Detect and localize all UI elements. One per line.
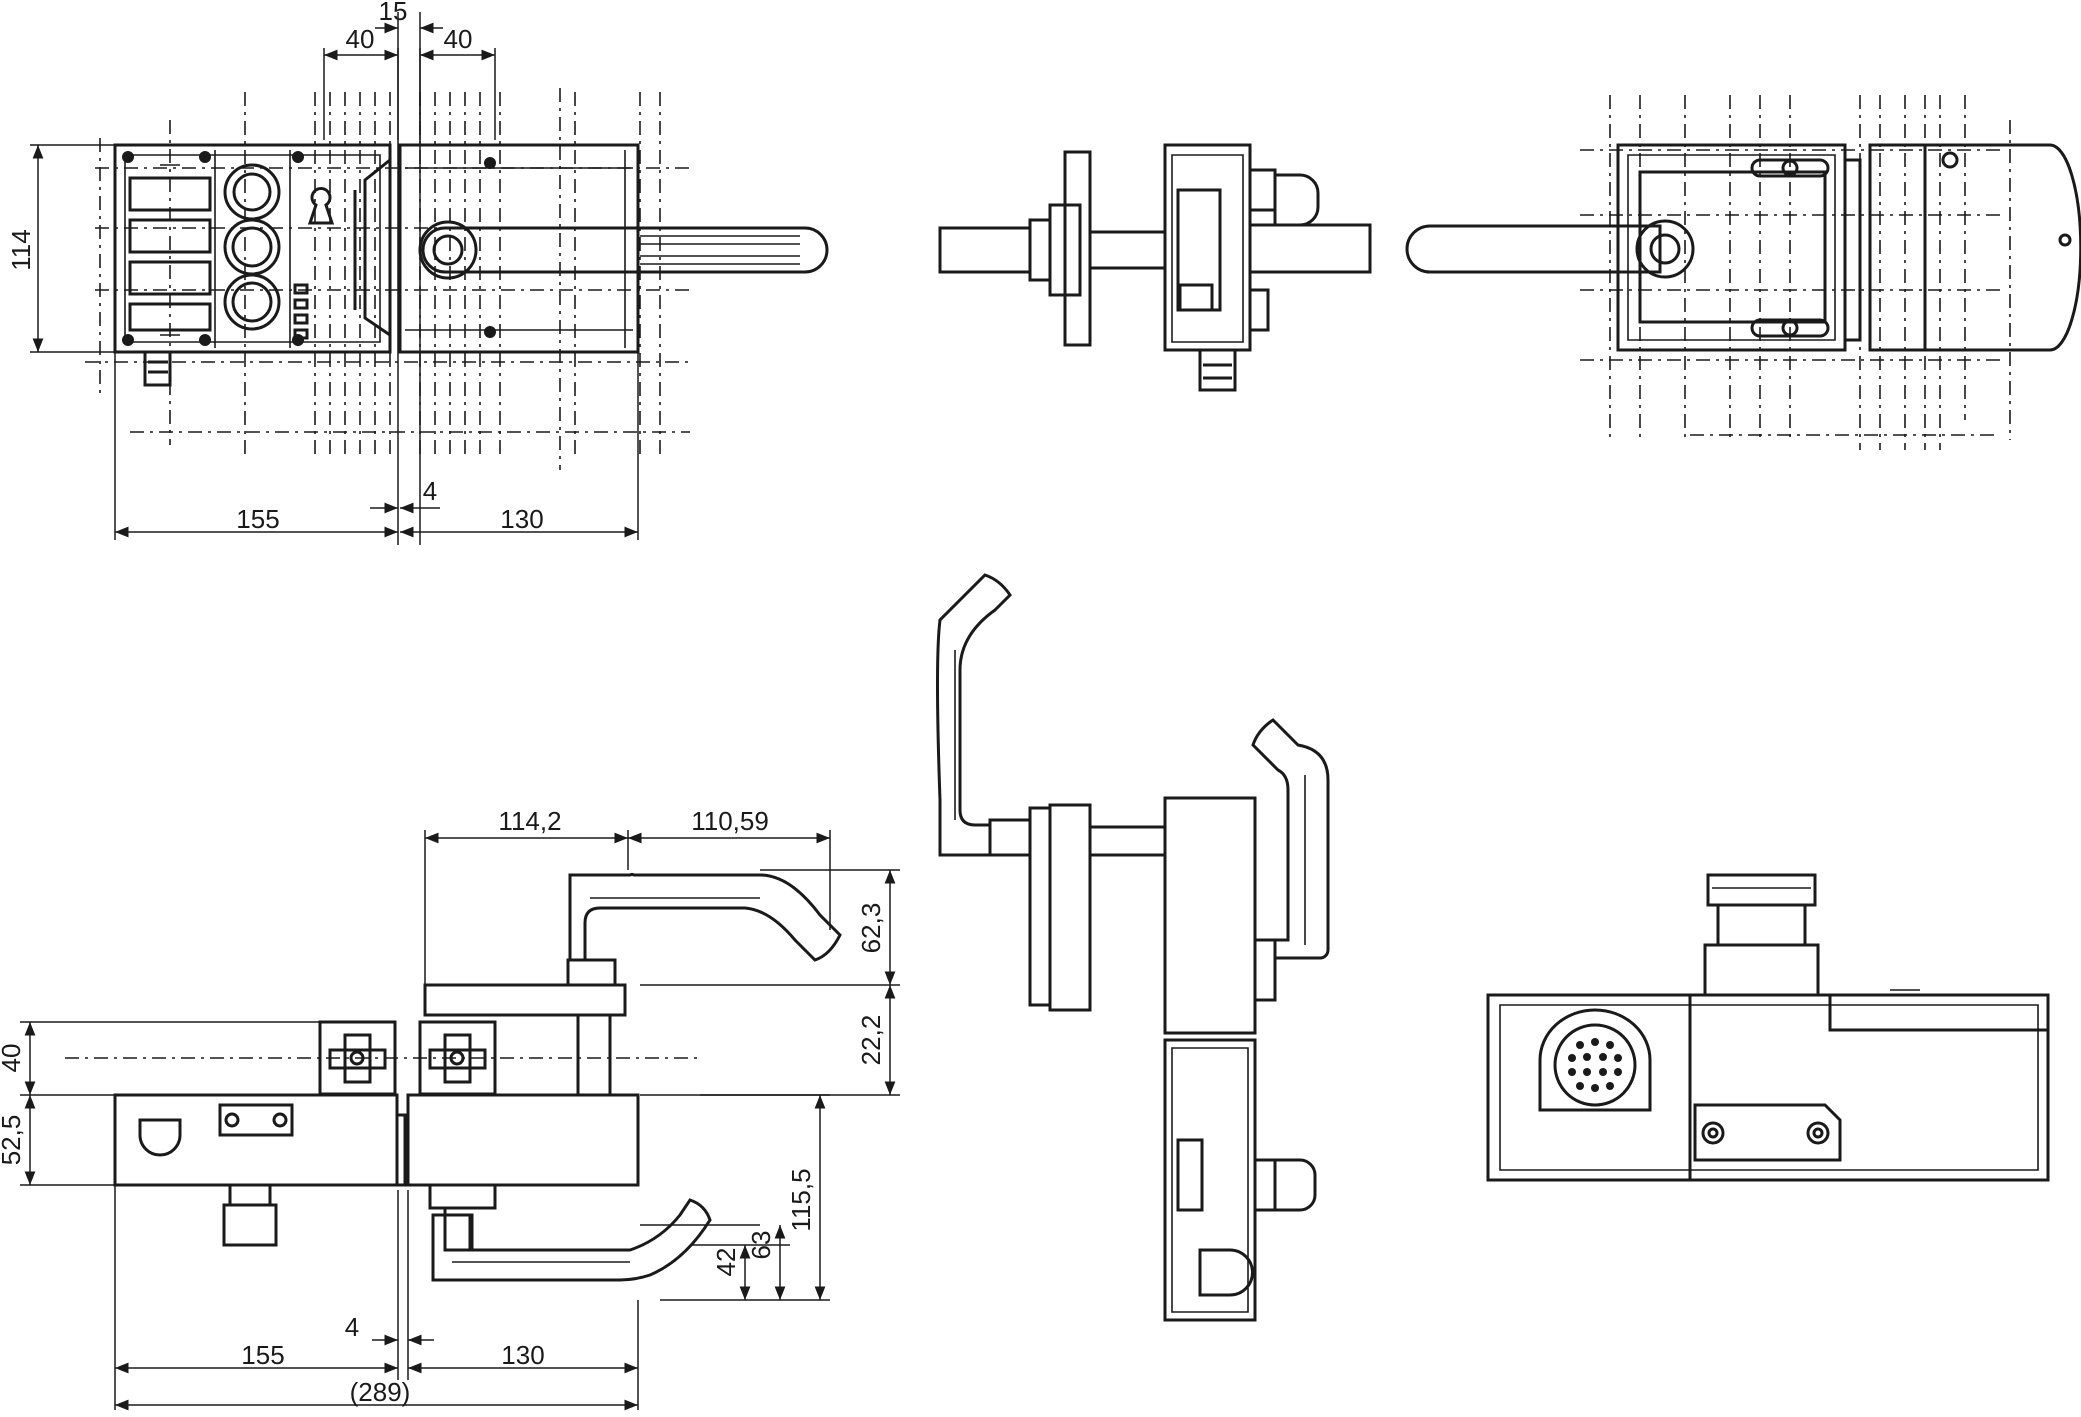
front-view-box — [1486, 873, 2050, 1182]
button-circle — [223, 273, 281, 331]
mounting-plate — [1048, 803, 1092, 1012]
door-panel — [1923, 143, 2081, 352]
dim-22-2: 22,2 — [856, 1015, 886, 1066]
dim-15: 15 — [379, 0, 408, 26]
mushroom-button — [1273, 1158, 1317, 1212]
dimension-lines — [30, 12, 639, 545]
mounting-plate — [1063, 150, 1092, 347]
dim-115-5: 115,5 — [786, 1168, 816, 1231]
shaft-right — [1248, 223, 1372, 274]
top-view-left: 15 40 40 114 4 155 130 — [6, 0, 829, 545]
lower-handle — [1251, 718, 1330, 960]
upper-plate — [423, 983, 627, 1017]
dim-40: 40 — [0, 1044, 26, 1073]
keyhole-icon — [307, 187, 335, 225]
connector-plug — [143, 352, 172, 387]
dim-289: (289) — [350, 1377, 411, 1407]
door-handle — [421, 226, 829, 274]
rear-housing — [1616, 143, 1847, 352]
dim-40-left: 40 — [346, 24, 375, 54]
dim-110-59: 110,59 — [691, 806, 769, 836]
rear-view-right — [1405, 95, 2081, 450]
insert-slots — [128, 164, 212, 336]
dim-4: 4 — [423, 476, 437, 506]
left-body — [113, 1093, 399, 1187]
dim-114: 114 — [6, 229, 36, 270]
connector-socket — [1538, 1008, 1652, 1112]
shaft-left — [938, 226, 1032, 274]
dim-4: 4 — [345, 1312, 359, 1342]
dim-52-5: 52,5 — [0, 1115, 26, 1166]
upper-housing — [1163, 796, 1257, 1035]
right-housing — [398, 143, 640, 354]
dim-62-3: 62,3 — [856, 903, 886, 954]
label-plate — [1693, 1103, 1842, 1162]
connector-pins — [1568, 1038, 1622, 1092]
mushroom-button — [222, 1185, 278, 1247]
dim-63: 63 — [746, 1231, 776, 1260]
dim-155: 155 — [241, 1340, 284, 1370]
front-view-left: 114,2 110,59 62,3 22,2 40 52,5 115,5 63 … — [0, 806, 900, 1411]
side-view-bottom-center — [936, 573, 1330, 1322]
dim-42: 42 — [711, 1248, 741, 1277]
connector-plug — [1198, 350, 1237, 392]
dimension-lines — [20, 830, 900, 1411]
hinge — [353, 156, 392, 338]
dim-114-2: 114,2 — [498, 806, 561, 836]
dim-130: 130 — [500, 504, 543, 534]
mushroom-button — [1273, 173, 1320, 227]
door-handle — [1405, 224, 1662, 274]
dim-130: 130 — [501, 1340, 544, 1370]
upper-handle — [568, 872, 842, 962]
mushroom-cap — [1706, 873, 1817, 907]
upper-handle — [936, 573, 1012, 857]
dim-155: 155 — [236, 504, 279, 534]
box-housing — [1486, 993, 2050, 1182]
side-view-center — [938, 143, 1372, 392]
dim-40-right: 40 — [444, 24, 473, 54]
right-body — [406, 1093, 640, 1187]
lens-cutout — [138, 1118, 182, 1157]
lower-handle — [431, 1198, 712, 1282]
